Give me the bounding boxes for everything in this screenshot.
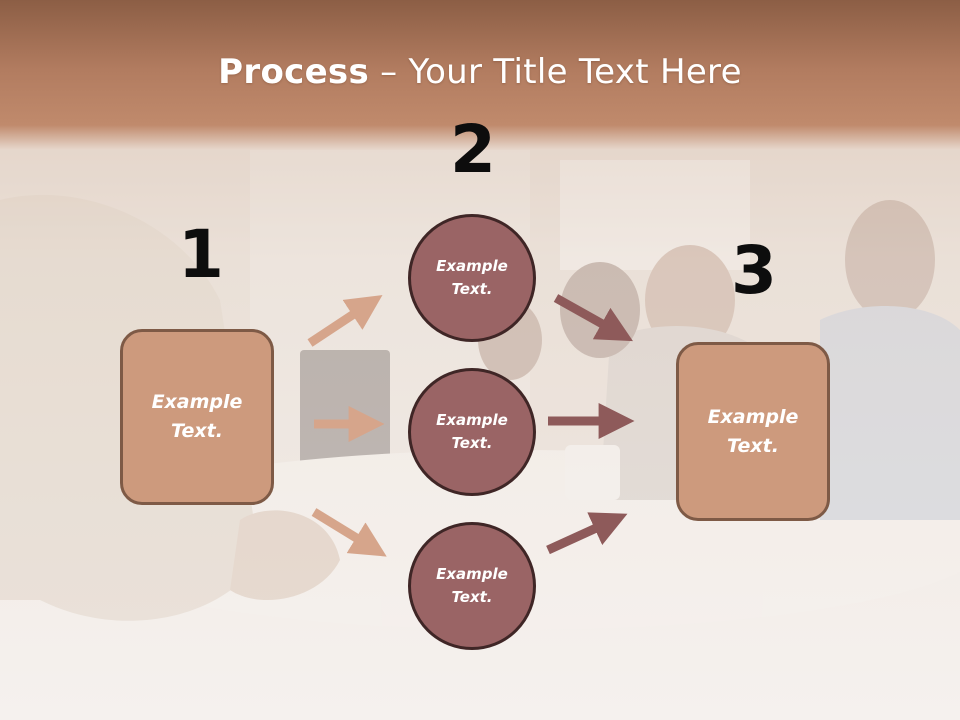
step-3-box-label: Example Text. [707, 405, 799, 457]
circle-top-label: Example Text. [436, 257, 508, 298]
circle-bottom-label: Example Text. [436, 565, 508, 606]
slide-title: Process – Your Title Text Here [0, 52, 960, 92]
arrow-1-to-2-bottom [311, 508, 387, 557]
step-number-1: 1 [178, 216, 224, 293]
step-2-circle-bottom: Example Text. [408, 522, 536, 650]
arrow-1-to-2-top [307, 295, 383, 347]
step-number-3: 3 [731, 232, 777, 309]
title-bold-part: Process [218, 52, 370, 92]
arrow-2-to-3-bottom [546, 512, 628, 555]
step-number-2: 2 [450, 111, 496, 188]
step-2-circle-top: Example Text. [408, 214, 536, 342]
step-1-box: Example Text. [120, 329, 274, 505]
step-1-box-label: Example Text. [151, 391, 243, 442]
circle-middle-label: Example Text. [436, 411, 508, 452]
step-3-box: Example Text. [676, 342, 830, 521]
arrow-2-to-3-top [553, 294, 633, 342]
title-rest-part: – Your Title Text Here [369, 52, 742, 92]
step-2-circle-middle: Example Text. [408, 368, 536, 496]
